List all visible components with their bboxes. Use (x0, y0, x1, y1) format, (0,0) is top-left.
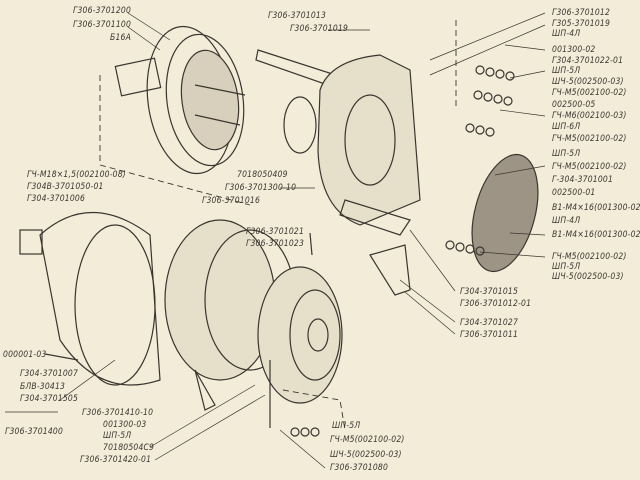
part-label: Г306-3701100 (73, 20, 132, 30)
part-label: ГЧ-М5(002100-02) (552, 88, 627, 98)
part-label: ШП-5Л (552, 149, 581, 159)
part-label: Г304-3701007 (20, 369, 79, 379)
rear-housing (283, 54, 421, 236)
part-label: Г306-3701023 (246, 239, 305, 249)
part-label: Г306-3701410-10 (82, 408, 154, 418)
part-label: Г306-3701400 (5, 427, 64, 437)
part-label: ГЧ-М18×1,5(002100-08) (27, 170, 126, 180)
part-label: Г306-3701300-10 (225, 183, 297, 193)
part-label: БЛВ-30413 (20, 382, 66, 392)
part-label: Г306-3701012-01 (460, 299, 532, 309)
part-label: ГЧ-М5(002100-02) (552, 252, 627, 262)
part-label: Г304-3701027 (460, 318, 519, 328)
part-label: ГЧ-М6(002100-03) (552, 111, 627, 121)
part-label: ШП-4Л (552, 29, 581, 39)
part-label: ГЧ-М5(002100-02) (552, 134, 627, 144)
assembly-lines (99, 20, 457, 431)
mounting-bracket (369, 244, 411, 296)
part-label: ШП-5Л (103, 431, 132, 441)
part-label: Г306-3701420-01 (80, 455, 152, 465)
part-label: Г306-3701012 (552, 8, 611, 18)
cover-plate (471, 153, 539, 273)
part-label: Г306-3701013 (268, 11, 327, 21)
part-label: В1-М4×16(001300-02) (552, 230, 640, 240)
part-label: Б16А (110, 33, 132, 43)
part-label: Г305-3701019 (552, 19, 611, 29)
part-label: Г304-3701006 (27, 194, 86, 204)
part-label: Г304В-3701050-01 (27, 182, 104, 192)
part-label: Г304-3701022-01 (552, 56, 624, 66)
part-label: ШП-4Л (552, 216, 581, 226)
part-label: ШЧ-5(002500-03) (552, 272, 624, 282)
fan (19, 211, 161, 386)
part-label: Г306-3701011 (460, 330, 519, 340)
part-label: 000001-03 (3, 350, 47, 360)
part-label: Г306-3701021 (246, 227, 305, 237)
part-label: В1-М4×16(001300-02) (552, 203, 640, 213)
part-label: 001300-03 (103, 420, 147, 430)
leader-lines (5, 12, 546, 469)
part-label: Г306-3701080 (330, 463, 389, 473)
part-label: Г306-3701019 (290, 24, 349, 34)
part-label: Г306-3701200 (73, 6, 132, 16)
part-label: ШЧ-5(002500-03) (330, 450, 402, 460)
pulley (257, 266, 343, 404)
part-label: ШП-5Л (552, 262, 581, 272)
washers-nuts (44, 65, 515, 437)
part-label: 001300-02 (552, 45, 596, 55)
part-label: Г-304-3701001 (552, 175, 614, 185)
part-label: ШП-6Л (552, 122, 581, 132)
part-label: ШП-5Л (552, 66, 581, 76)
part-label: 002500-05 (552, 100, 596, 110)
part-label: 7018050409 (237, 170, 288, 180)
part-label: Г304-3701505 (20, 394, 79, 404)
part-label: 70180504С9 (103, 443, 155, 453)
part-label: ШЧ-5(002500-03) (552, 77, 624, 87)
stator (164, 219, 296, 411)
part-label: ГЧ-М5(002100-02) (552, 162, 627, 172)
part-label: Г304-3701015 (460, 287, 519, 297)
part-label: ШП-5Л (332, 421, 361, 431)
part-label: 002500-01 (552, 188, 596, 198)
part-label: ГЧ-М5(002100-02) (330, 435, 405, 445)
part-label: Г306-3701016 (202, 196, 261, 206)
rotor (114, 25, 246, 175)
